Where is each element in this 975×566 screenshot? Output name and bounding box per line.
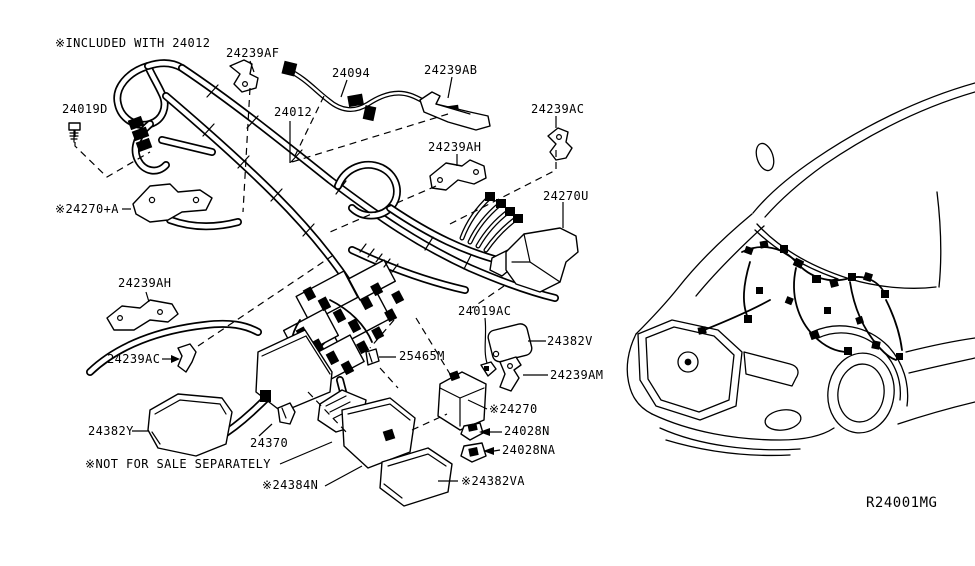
note-included-with: ※INCLUDED WITH 24012 bbox=[55, 36, 211, 50]
cover-24382Y bbox=[147, 393, 233, 457]
bracket-24239AM bbox=[499, 356, 522, 392]
part-label-24239AF: 24239AF bbox=[226, 46, 280, 60]
clip-25465M bbox=[365, 348, 380, 366]
engine-room-harness bbox=[697, 240, 903, 361]
part-label-24239AB: 24239AB bbox=[424, 63, 478, 77]
part-label-24384N: ※24384N bbox=[262, 478, 319, 492]
part-label-24382Y: 24382Y bbox=[88, 424, 134, 438]
part-label-24019D: 24019D bbox=[62, 102, 108, 116]
clip-24370 bbox=[277, 402, 296, 425]
bracket-24239AH-top bbox=[429, 159, 487, 191]
part-label-25465M: 25465M bbox=[399, 349, 445, 363]
part-label-24382V: 24382V bbox=[547, 334, 593, 348]
bracket-24270A bbox=[132, 183, 213, 223]
clip-24028N bbox=[460, 422, 484, 441]
part-label-24012: 24012 bbox=[274, 105, 313, 119]
bracket-24239AH-left bbox=[106, 299, 179, 331]
cover-24384N-b bbox=[341, 397, 416, 469]
dashed-reference-lines bbox=[74, 87, 557, 435]
leader-lines bbox=[122, 60, 564, 487]
part-label-24382VA: ※24382VA bbox=[461, 474, 525, 488]
part-label-24239AC-top: 24239AC bbox=[531, 102, 585, 116]
part-label-24270U: 24270U bbox=[543, 189, 589, 203]
part-label-24028NA: 24028NA bbox=[502, 443, 556, 457]
connector-cluster bbox=[282, 243, 405, 386]
clip-24019AC bbox=[480, 361, 497, 377]
clip-24239AC-top bbox=[547, 127, 573, 161]
bracket-24239AB bbox=[419, 91, 491, 131]
part-label-24239AH-top: 24239AH bbox=[428, 140, 482, 154]
box-24382V bbox=[487, 323, 533, 363]
vehicle-outline bbox=[626, 82, 975, 457]
bracket-24239AF bbox=[229, 59, 259, 93]
harness-clamps bbox=[202, 84, 472, 270]
cover-24382VA bbox=[379, 447, 453, 507]
box-24270 bbox=[437, 370, 487, 431]
part-label-24270: ※24270 bbox=[489, 402, 538, 416]
part-label-24239AH-left: 24239AH bbox=[118, 276, 172, 290]
part-label-24028N: 24028N bbox=[504, 424, 550, 438]
part-label-24239AC-left: 24239AC bbox=[107, 352, 161, 366]
part-label-24370: 24370 bbox=[250, 436, 289, 450]
part-label-24019AC: 24019AC bbox=[458, 304, 512, 318]
part-label-24270A: ※24270+A bbox=[55, 202, 119, 216]
clip-24028NA bbox=[460, 442, 487, 463]
diagram-ref-code: R24001MG bbox=[866, 495, 938, 511]
part-label-24094: 24094 bbox=[332, 66, 371, 80]
main-harness-drawing bbox=[86, 59, 559, 442]
relay-box bbox=[255, 329, 333, 413]
note-not-for-sale: ※NOT FOR SALE SEPARATELY bbox=[85, 457, 271, 471]
bracket-24270U bbox=[489, 227, 579, 293]
clip-24239AC-left bbox=[177, 343, 197, 373]
part-label-24239AM: 24239AM bbox=[550, 368, 604, 382]
